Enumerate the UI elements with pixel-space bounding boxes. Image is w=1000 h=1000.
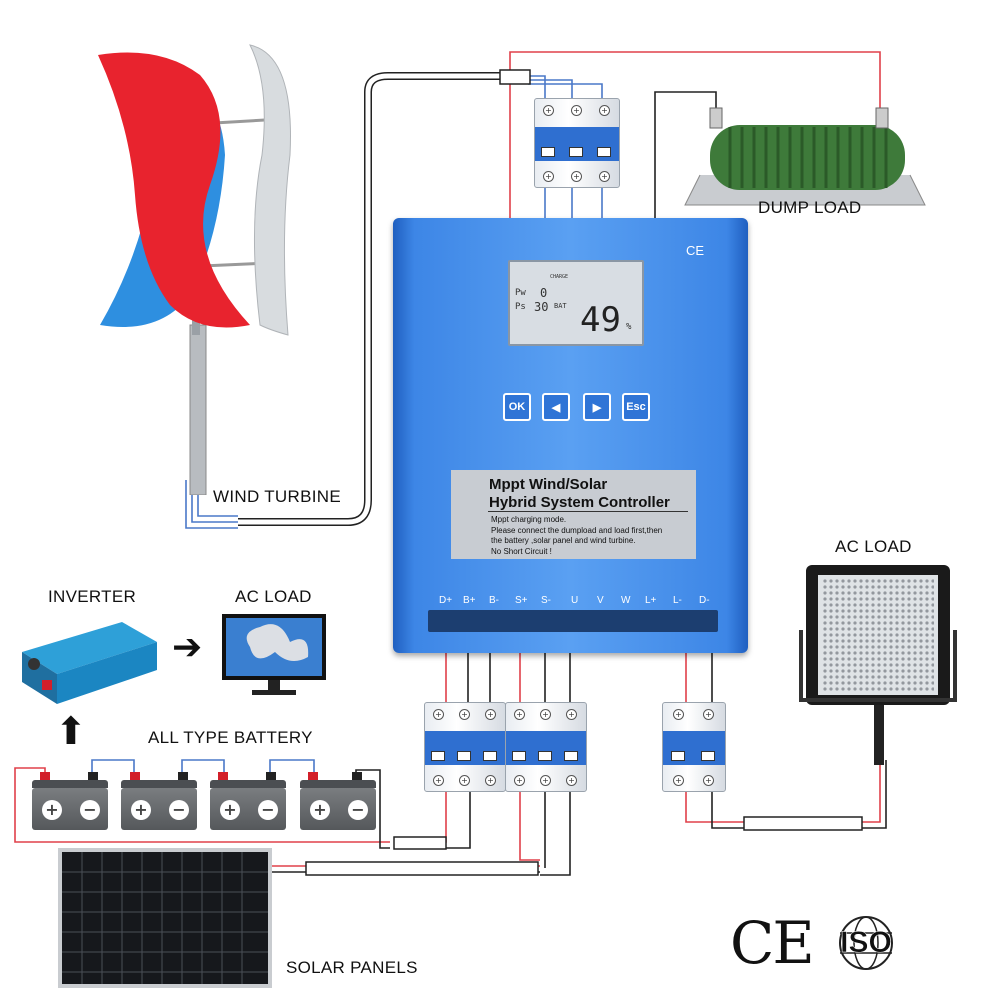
- lcd-pw-label: Pw: [515, 288, 526, 298]
- terminal-s-minus: S-: [541, 595, 551, 606]
- battery-breaker: + + + + + +: [424, 702, 506, 792]
- tv-monitor: [222, 614, 326, 695]
- dump-wire-black: [654, 91, 717, 225]
- terminal-block: [428, 610, 718, 632]
- battery-cable-sheath: [393, 836, 447, 850]
- load-wire-red: [685, 790, 748, 823]
- wind-cable-sheath: [499, 69, 531, 85]
- iso-globe-icon: ISO: [830, 915, 902, 971]
- right-button[interactable]: ▶: [583, 393, 611, 421]
- solar-panel: [58, 848, 272, 988]
- led-flood-light: [799, 565, 957, 765]
- iso-text: ISO: [840, 926, 892, 959]
- load-cable-sheath: [743, 816, 863, 831]
- terminal-l-minus: L-: [673, 595, 682, 606]
- terminal-s-plus: S+: [515, 595, 528, 606]
- battery-label: ALL TYPE BATTERY: [148, 728, 313, 747]
- terminal-d-minus: D-: [699, 595, 710, 606]
- lcd-ps-value: 30: [534, 300, 549, 314]
- controller-label-panel: Mppt Wind/Solar Hybrid System Controller…: [451, 470, 696, 559]
- left-button[interactable]: ◀: [542, 393, 570, 421]
- hybrid-controller: CE Pw 0 Ps 30 CHARGE BAT 49 % OK ◀ ▶ Esc…: [393, 218, 748, 653]
- lcd-bat-label: BAT: [554, 302, 567, 310]
- controller-ce-mark: CE: [686, 243, 705, 258]
- esc-button[interactable]: Esc: [622, 393, 650, 421]
- solar-panels-label: SOLAR PANELS: [286, 958, 418, 977]
- terminal-u: U: [571, 595, 579, 606]
- turbine-blade-red: [98, 52, 250, 328]
- arrow-right-icon: ➔: [172, 627, 203, 668]
- battery-wire-red: [14, 767, 390, 843]
- top-breaker-in-2: [528, 79, 573, 100]
- ce-mark-icon: CE: [730, 909, 815, 977]
- lcd-ps-label: Ps: [515, 302, 526, 312]
- terminal-b-minus: B-: [489, 595, 499, 606]
- load-breaker: + + + +: [662, 702, 726, 792]
- terminal-b-plus: B+: [463, 595, 476, 606]
- top-breaker-in-3: [528, 83, 603, 100]
- dump-load-label: DUMP LOAD: [758, 198, 862, 217]
- solar-breaker: + + + + + +: [505, 702, 587, 792]
- dump-wire-red: [509, 51, 881, 225]
- turbine-blade-white: [249, 44, 291, 336]
- controller-instructions: Mppt charging mode. Please connect the d…: [491, 515, 663, 556]
- ac-load-left-label: AC LOAD: [235, 587, 312, 606]
- wind-breaker: + + + + + +: [534, 98, 620, 188]
- turbine-pole: [189, 324, 207, 495]
- lcd-display: Pw 0 Ps 30 CHARGE BAT 49 %: [508, 260, 644, 346]
- wind-wire-1: [185, 480, 238, 529]
- lcd-charge-label: CHARGE: [550, 274, 569, 280]
- inverter-device: [22, 622, 157, 704]
- wind-turbine-illustration: [98, 44, 291, 495]
- ac-load-right-label: AC LOAD: [835, 537, 912, 556]
- ok-button[interactable]: OK: [503, 393, 531, 421]
- lcd-percent-unit: %: [626, 322, 632, 332]
- controller-title-line2: Hybrid System Controller: [489, 494, 670, 511]
- terminal-w: W: [621, 595, 631, 606]
- solar-cable-sheath: [305, 861, 539, 876]
- inverter-label: INVERTER: [48, 587, 137, 606]
- top-breaker-in-1: [528, 75, 546, 100]
- terminal-l-plus: L+: [645, 595, 657, 606]
- lcd-percent-value: 49: [580, 300, 621, 340]
- lcd-pw-value: 0: [540, 286, 548, 300]
- load-wire-black: [711, 790, 748, 829]
- dump-load-resistor: [684, 107, 926, 206]
- arrow-up-icon: ⬆: [55, 709, 87, 753]
- terminal-d-plus: D+: [439, 595, 453, 606]
- wind-turbine-label: WIND TURBINE: [213, 487, 341, 506]
- controller-title-line1: Mppt Wind/Solar: [489, 476, 608, 493]
- wind-cable-inner: [238, 73, 500, 525]
- terminal-v: V: [597, 595, 604, 606]
